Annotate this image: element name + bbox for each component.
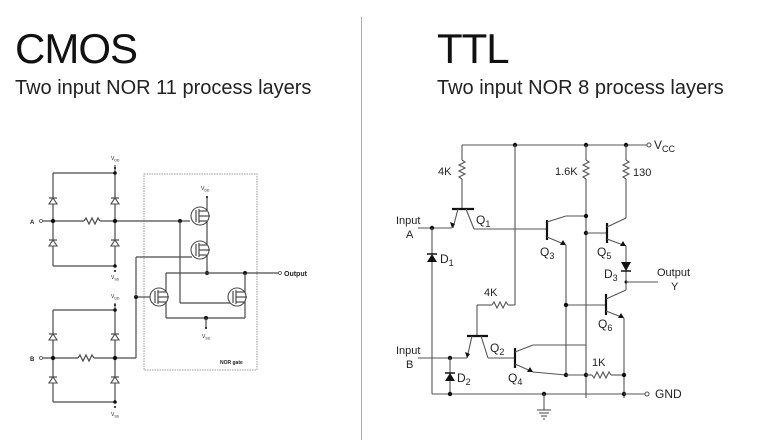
ttl-subtitle: Two input NOR 8 process layers — [437, 77, 724, 99]
nor-gate-box — [143, 173, 258, 371]
vcc-label: VCC — [654, 138, 676, 154]
nmos-2-transistor — [227, 287, 247, 307]
vdd-label-b: VDD — [111, 294, 120, 301]
output-line1: Output — [657, 267, 690, 279]
input-a-label: A — [30, 220, 35, 226]
input-a-protection — [39, 165, 190, 272]
gnd-label: GND — [655, 387, 682, 401]
input-b-protection — [39, 297, 137, 408]
pmos-2-transistor — [190, 240, 210, 260]
q3-label: Q3 — [540, 245, 554, 261]
nor-gate-label: NOR gate — [220, 360, 243, 366]
resistor-1.6k-label: 1.6K — [555, 166, 578, 178]
panel-divider — [361, 17, 362, 440]
input-b-line2: B — [406, 359, 413, 371]
ttl-wiring — [418, 142, 658, 420]
q1-label: Q1 — [476, 213, 490, 229]
vss-label-gate: VSS — [202, 334, 211, 341]
resistor-1k-label: 1K — [592, 357, 606, 369]
input-a-line2: A — [406, 229, 414, 241]
nmos-1-transistor — [149, 287, 169, 307]
vss-label-a: VSS — [111, 275, 120, 282]
output-line2: Y — [671, 281, 679, 293]
cmos-title: CMOS — [15, 25, 138, 72]
vdd-label-a: VDD — [111, 156, 120, 163]
q6-label: Q6 — [598, 317, 612, 333]
cmos-subtitle: Two input NOR 11 process layers — [15, 77, 312, 99]
input-b-line1: Input — [396, 345, 420, 357]
q2-label: Q2 — [490, 341, 504, 357]
pmos-1-transistor — [190, 206, 210, 226]
resistor-4k-top-label: 4K — [438, 166, 452, 178]
vss-label-b: VSS — [111, 412, 120, 419]
d2-label: D2 — [457, 371, 471, 387]
q5-label: Q5 — [597, 245, 611, 261]
output-label: Output — [284, 271, 308, 278]
ttl-title: TTL — [437, 25, 510, 72]
vdd-label-gate: VDD — [201, 186, 210, 193]
input-b-label: B — [30, 357, 35, 363]
resistor-4k-b-label: 4K — [484, 287, 498, 299]
d3-label: D3 — [604, 267, 618, 283]
input-a-line1: Input — [396, 215, 420, 227]
d1-label: D1 — [440, 252, 454, 268]
q4-label: Q4 — [508, 371, 522, 387]
resistor-130-label: 130 — [633, 167, 651, 179]
